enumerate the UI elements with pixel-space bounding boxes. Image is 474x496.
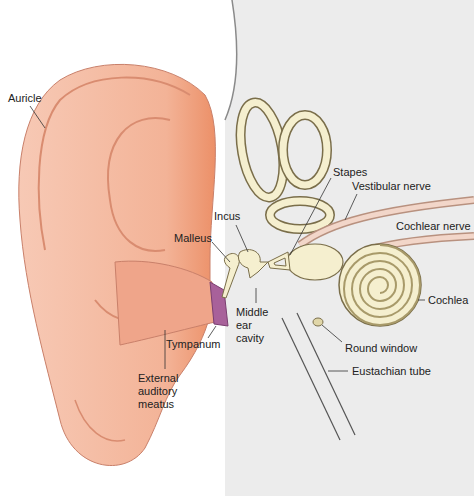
stapes-bone xyxy=(268,252,290,270)
vestibule xyxy=(287,244,343,280)
part-label: Round window xyxy=(345,342,417,355)
head-region xyxy=(225,0,474,496)
incus-bone xyxy=(238,250,268,278)
leader-lines xyxy=(30,106,425,371)
part-label: Middle ear cavity xyxy=(236,306,280,345)
part-label: Cochlear nerve xyxy=(396,220,471,233)
round-window-shape xyxy=(313,318,323,326)
antihelix-fold xyxy=(108,118,170,251)
cochlea-spiral xyxy=(344,245,420,325)
part-label: Auricle xyxy=(8,92,42,105)
part-label: Incus xyxy=(214,210,240,223)
part-label: Stapes xyxy=(333,166,367,179)
head-outline xyxy=(225,0,237,120)
part-label: Malleus xyxy=(174,232,212,245)
part-label: Tympanum xyxy=(166,338,220,351)
part-label: External auditory meatus xyxy=(138,372,192,411)
eustachian-tube-wall xyxy=(282,318,340,440)
semicircular-canals xyxy=(234,99,330,229)
part-label: Cochlea xyxy=(428,294,468,307)
helix-fold xyxy=(39,78,190,250)
eustachian-tube-wall xyxy=(297,313,355,435)
part-label: Eustachian tube xyxy=(352,365,431,378)
malleus-bone xyxy=(222,253,239,298)
cochlea-shape xyxy=(339,244,421,326)
part-label: Vestibular nerve xyxy=(352,180,431,193)
auricle xyxy=(19,64,216,465)
lobe-fold xyxy=(75,400,125,441)
